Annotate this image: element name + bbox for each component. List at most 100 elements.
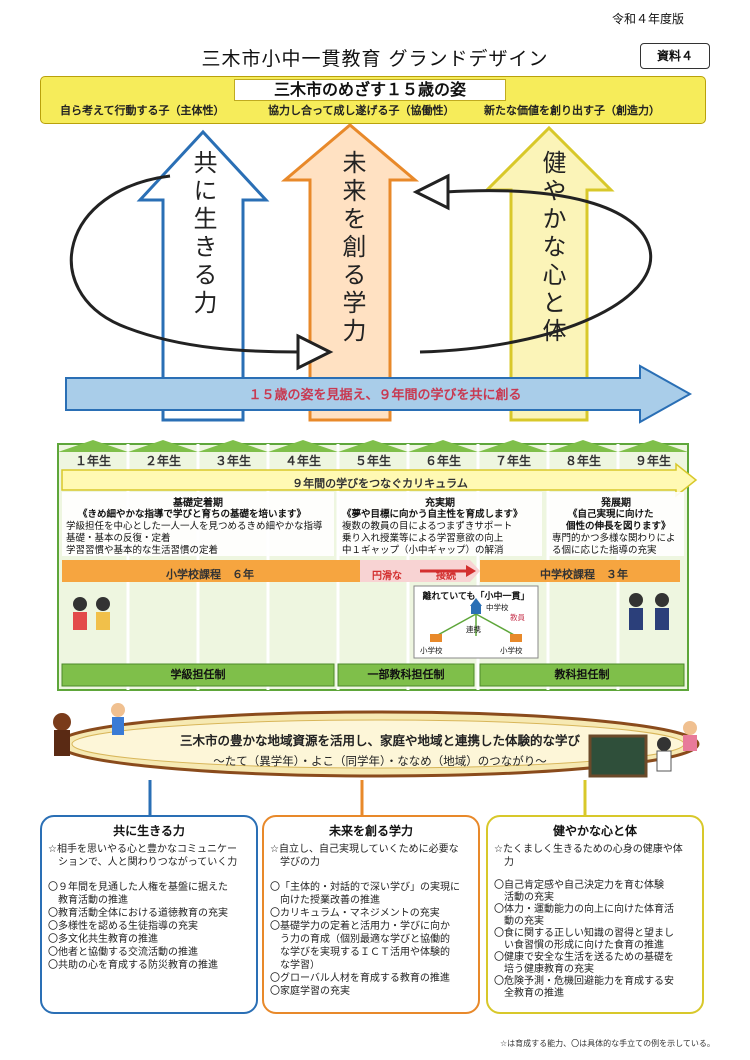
phase-3-line-4: る個に応じた指導の充実 xyxy=(552,545,657,556)
map-elementary-label-2: 小学校 xyxy=(500,646,523,655)
map-teacher-label: 教員 xyxy=(510,613,525,622)
box-health xyxy=(486,815,704,1014)
box-1-line-5: 教育活動の推進 xyxy=(48,895,128,906)
teacher-illustration xyxy=(683,721,697,751)
phase-2-line-2: 複数の教員の目によるつまずきサポート xyxy=(342,521,513,532)
map-elementary-label-1: 小学校 xyxy=(420,646,443,655)
vision-graphic xyxy=(65,123,693,424)
grade-3: ３年生 xyxy=(214,454,251,468)
goal-title: 三木市のめざす１５歳の姿 xyxy=(234,79,506,101)
box-2-line-7: 〇基礎学力の定着と活用力・学びに向か xyxy=(270,921,450,932)
box-2-line-5: 向けた授業改善の推進 xyxy=(270,895,380,906)
pillar-label-2: 未来を創る学力 xyxy=(338,150,366,346)
box-future-academic xyxy=(262,815,480,1014)
box-3-line-5: 活動の充実 xyxy=(494,892,554,903)
local-ellipse-graphic xyxy=(53,703,700,778)
map-link-label: 連携 xyxy=(466,625,481,634)
goal-item-3: 新たな価値を創り出す子（創造力） xyxy=(484,104,660,117)
classroom-illustration xyxy=(588,734,672,778)
smooth-label: 円滑な xyxy=(372,571,402,582)
grade-1: １年生 xyxy=(74,454,111,468)
grade-7: ７年生 xyxy=(494,454,531,468)
box-1-line-6: 〇教育活動全体における道徳教育の充実 xyxy=(48,908,228,919)
phase-2-title: 充実期 xyxy=(425,498,455,509)
box-2-line-1: ☆自立し、自己実現していくために必要な xyxy=(270,844,459,855)
golfer-illustration xyxy=(111,703,125,735)
grade-5: ５年生 xyxy=(354,454,391,468)
phase-2-line-3: 乗り入れ授業等による学習意欲の向上 xyxy=(342,533,504,544)
edition-label: 令和４年度版 xyxy=(612,12,685,26)
goal-item-2: 協力し合って成し遂げる子（協働性） xyxy=(268,104,455,117)
phase-1-line-3: 基礎・基本の反復・定着 xyxy=(66,533,171,544)
box-3-line-4: 〇自己肯定感や自己決定力を育む体験 xyxy=(494,880,664,891)
box-3-line-8: 〇食に関する正しい知識の習得と望まし xyxy=(494,928,674,939)
local-connections-text: ～たて（異学年）・よこ（同学年）・ななめ（地域）のつながり～ xyxy=(213,754,547,768)
box-2-line-8: う力の育成（個別最適な学びと協働的 xyxy=(270,934,450,945)
box-2-line-11: 〇グローバル人材を育成する教育の推進 xyxy=(270,973,450,984)
box-1-line-8: 〇多文化共生教育の推進 xyxy=(48,934,158,945)
teaching-subject: 教科担任制 xyxy=(554,668,610,681)
box-3-line-11: 培う健康教育の充実 xyxy=(494,964,594,975)
box-2-line-12: 〇家庭学習の充実 xyxy=(270,986,350,997)
grade-grid xyxy=(57,440,698,691)
box-3-line-6: 〇体力・運動能力の向上に向けた体育活 xyxy=(494,904,674,915)
teaching-homeroom: 学級担任制 xyxy=(170,668,226,681)
box-3-line-10: 〇健康で安全な生活を送るための基礎を xyxy=(494,952,674,963)
map-title: 離れていても「小中一貫」 xyxy=(422,592,530,602)
box-3-line-13: 全教育の推進 xyxy=(494,988,564,999)
box-2-title: 未来を創る学力 xyxy=(328,824,413,838)
box-1-line-2: ションで、人と関わりつながっていく力 xyxy=(48,857,238,868)
phase-3-line-2: 個性の伸長を図ります》 xyxy=(566,521,671,532)
grade-6: ６年生 xyxy=(424,454,461,468)
box-2-line-2: 学びの力 xyxy=(270,857,320,868)
box-3-line-12: 〇危険予測・危機回避能力を育成する安 xyxy=(494,976,674,987)
box-1-line-10: 〇共助の心を育成する防災教育の推進 xyxy=(48,960,218,971)
phase-3-line-3: 専門的かつ多様な関わりによ xyxy=(552,533,676,544)
grade-4: ４年生 xyxy=(284,454,321,468)
junior-course-label: 中学校課程 ３年 xyxy=(540,568,628,581)
teaching-partial: 一部教科担任制 xyxy=(367,668,445,681)
elementary-course-label: 小学校課程 ６年 xyxy=(166,568,254,581)
pillar-label-3: 健やかな心と体 xyxy=(538,150,566,346)
box-1-line-4: 〇９年間を見通した人権を基盤に据えた xyxy=(48,882,228,893)
document-label: 資料４ xyxy=(640,43,710,69)
box-3-line-2: 力 xyxy=(494,857,514,868)
box-1-line-9: 〇他者と協働する交流活動の推進 xyxy=(48,947,198,958)
box-3-title: 健やかな心と体 xyxy=(552,824,637,838)
curriculum-label: ９年間の学びをつなぐカリキュラム xyxy=(292,477,468,490)
box-living-together xyxy=(40,815,258,1014)
phase-2-line-1: 《夢や目標に向かう自主性を育成します》 xyxy=(342,509,523,520)
grade-8: ８年生 xyxy=(564,454,601,468)
phase-1-line-2: 学級担任を中心とした一人一人を見つめるきめ細やかな指導 xyxy=(66,521,323,532)
banner-arrow xyxy=(65,364,693,424)
local-resources-text: 三木市の豊かな地域資源を活用し、家庭や地域と連携した体験的な学び xyxy=(179,733,580,748)
phase-1-line-4: 学習習慣や基本的な生活習慣の定着 xyxy=(66,545,219,556)
children-illustration xyxy=(73,593,669,630)
box-2-line-10: な学習） xyxy=(270,960,320,971)
cycle-ellipse xyxy=(69,174,653,354)
pillar-label-1: 共に生きる力 xyxy=(189,150,217,318)
box-3-line-1: ☆たくましく生きるための心身の健康や体 xyxy=(494,844,683,855)
map-junior-label: 中学校 xyxy=(486,603,509,612)
banner-text: １５歳の姿を見据え、９年間の学びを共に創る xyxy=(248,388,522,403)
phase-3-title: 発展期 xyxy=(601,498,631,509)
phase-3-line-1: 《自己実現に向けた xyxy=(568,509,654,520)
connect-label: 接続 xyxy=(436,571,456,582)
footnote: ☆は育成する能力、〇は具体的な手立ての例を示している。 xyxy=(500,1039,715,1048)
phase-1-line-1: 《きめ細やかな指導で学びと育ちの基礎を培います》 xyxy=(78,509,307,520)
cycle-arrow-left xyxy=(412,173,450,211)
box-2-line-4: 〇「主体的・対話的で深い学び」の実現に xyxy=(270,882,460,893)
goal-item-1: 自ら考えて行動する子（主体性） xyxy=(60,104,225,117)
grade-9: ９年生 xyxy=(634,454,671,468)
box-3-line-9: い食習慣の形成に向けた食育の推進 xyxy=(494,940,664,951)
box-1-line-7: 〇多様性を認める生徒指導の充実 xyxy=(48,921,198,932)
phase-1-title: 基礎定着期 xyxy=(173,498,223,509)
phase-2-line-4: 中１ギャップ（小中ギャップ）の解消 xyxy=(342,545,504,556)
page-title: 三木市小中一貫教育 グランドデザイン xyxy=(201,48,549,70)
box-2-line-9: な学びを実現するＩＣＴ活用や体験的 xyxy=(270,947,450,958)
box-3-line-7: 動の充実 xyxy=(494,916,544,927)
box-1-title: 共に生きる力 xyxy=(113,824,185,838)
box-2-line-6: 〇カリキュラム・マネジメントの充実 xyxy=(270,908,440,919)
connector-lines xyxy=(148,780,587,816)
samurai-illustration xyxy=(53,713,71,756)
